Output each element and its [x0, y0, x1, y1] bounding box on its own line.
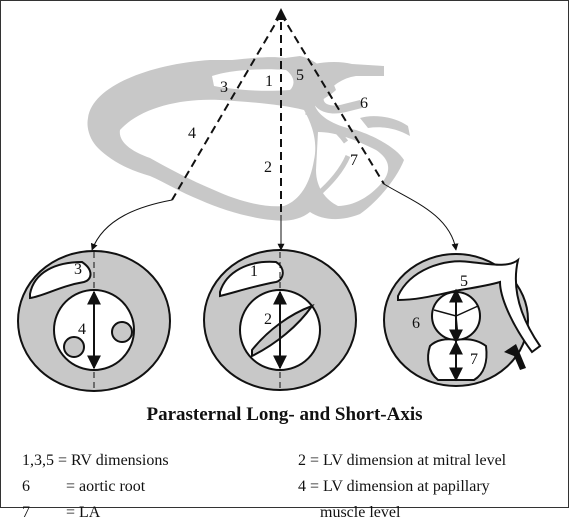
legend-item-la: 7 = LA: [14, 486, 100, 522]
legend-key: 6: [22, 478, 30, 495]
legend-eq: =: [58, 452, 68, 469]
legend-text: muscle level: [320, 504, 401, 521]
lv-cavity: [119, 99, 316, 207]
la-label-6: 6: [360, 95, 368, 112]
la-cavity: [316, 132, 389, 206]
legend-text: RV dimensions: [71, 452, 169, 469]
long-axis-labels: 3 1 5 6 4 2 7: [188, 67, 368, 176]
la-label-4: 4: [188, 125, 196, 142]
legend-key: 7: [22, 504, 30, 521]
sa-label-3: 3: [74, 261, 82, 278]
legend-key: 4: [298, 478, 306, 495]
rv-cavity: [212, 69, 294, 91]
echo-diagram: 3 1 5 6 4 2 7 3 4 1 2: [17, 8, 542, 392]
legend-eq: =: [66, 478, 76, 495]
legend-item-aortic-root: 6 = aortic root: [14, 460, 145, 496]
la-label-3: 3: [220, 79, 228, 96]
sa-label-6: 6: [412, 315, 420, 332]
mitral-leaflets: [305, 109, 351, 198]
la-label-5: 5: [296, 67, 304, 84]
legend-text: LV dimension at papillary: [323, 478, 490, 495]
sa-label-7: 7: [470, 351, 478, 368]
figure-caption: Parasternal Long- and Short-Axis: [146, 404, 423, 425]
sa-label-2: 2: [264, 311, 272, 328]
legend-eq: =: [66, 504, 76, 521]
la-label-7: 7: [350, 152, 358, 169]
legend-key: 1,3,5: [22, 452, 54, 469]
legend-text: LA: [79, 504, 101, 521]
legend-text: LV dimension at mitral level: [323, 452, 507, 469]
legend-key: 2: [298, 452, 306, 469]
la-label-2: 2: [264, 159, 272, 176]
legend-item-lv-papillary-cont: muscle level: [312, 486, 400, 522]
figure-frame: [0, 0, 569, 508]
sa-label-5: 5: [460, 273, 468, 290]
la-label-1: 1: [265, 73, 273, 90]
legend-text: aortic root: [79, 478, 146, 495]
legend-item-rv: 1,3,5 = RV dimensions: [14, 434, 169, 470]
section-connectors: [90, 183, 459, 251]
sa-label-4: 4: [78, 321, 86, 338]
pulmonary-vein: [360, 116, 410, 136]
short-axis-mitral: 1 2: [203, 249, 357, 392]
legend-eq: =: [310, 452, 320, 469]
transducer-arrow: [275, 8, 287, 20]
sa-label-1: 1: [250, 263, 258, 280]
long-axis-cavities: [119, 69, 389, 207]
legend-eq: =: [310, 478, 320, 495]
legend-item-lv-mitral: 2 = LV dimension at mitral level: [290, 434, 506, 470]
scan-sector: [171, 13, 385, 215]
short-axis-aortic: 5 6 7: [383, 253, 542, 387]
short-axis-papillary: 3 4: [17, 250, 171, 392]
legend-item-lv-papillary: 4 = LV dimension at papillary: [290, 460, 490, 496]
